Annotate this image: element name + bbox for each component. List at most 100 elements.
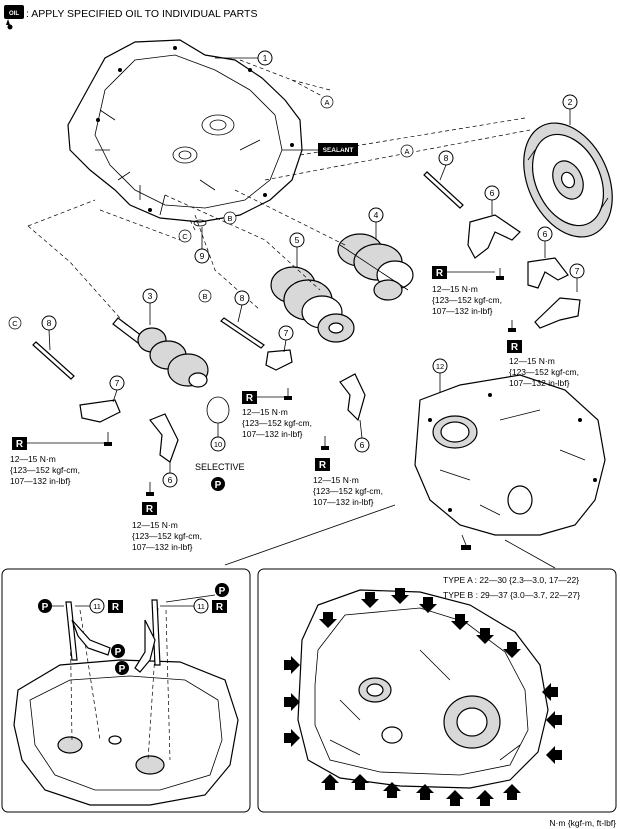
p-badge: P	[211, 477, 225, 491]
callout-6: 6	[162, 462, 178, 488]
svg-text:B: B	[227, 214, 232, 223]
svg-text:8: 8	[47, 318, 52, 328]
svg-text:P: P	[119, 664, 126, 675]
shift-fork-mid	[339, 373, 366, 422]
ref-b: B	[223, 211, 237, 225]
callout-6: 6	[354, 419, 370, 453]
svg-text:8: 8	[240, 293, 245, 303]
torque-spec-center-lower: R 12—15 N·m {123—152 kgf-cm, 107—132 in-…	[313, 458, 383, 507]
p-badge	[115, 661, 129, 675]
shift-rod-a	[423, 171, 464, 209]
svg-text:B: B	[202, 292, 207, 301]
torque-spec-mid-right: R 12—15 N·m {123—152 kgf-cm, 107—132 in-…	[507, 340, 579, 388]
svg-text:C: C	[12, 319, 18, 328]
svg-text:8: 8	[444, 153, 449, 163]
svg-text:107—132 in-lbf}: 107—132 in-lbf}	[509, 378, 570, 388]
bolt	[146, 482, 154, 496]
svg-text:{123—152 kgf-cm,: {123—152 kgf-cm,	[432, 295, 502, 305]
callout-8: 8	[234, 290, 250, 323]
callout-3: 3	[142, 288, 158, 325]
svg-text:7: 7	[575, 266, 580, 276]
bolt	[321, 436, 329, 450]
svg-text:9: 9	[200, 251, 205, 261]
torque-spec-center: R 12—15 N·m {123—152 kgf-cm, 107—132 in-…	[242, 391, 312, 439]
svg-text:{123—152 kgf-cm,: {123—152 kgf-cm,	[242, 418, 312, 428]
svg-text:12: 12	[436, 362, 444, 371]
shift-fork-right	[527, 257, 569, 289]
unit-label: N·m {kgf-m, ft-lbf}	[549, 818, 616, 828]
differential	[523, 122, 613, 238]
callout-7: 7	[569, 263, 585, 292]
shift-fork-left	[149, 413, 179, 463]
svg-text:6: 6	[360, 440, 365, 450]
sealant-label: SEALANT	[323, 147, 354, 154]
callout-7: 7	[278, 325, 294, 353]
shift-head-mid	[265, 349, 293, 371]
svg-text:R: R	[16, 439, 24, 450]
detail-box-left: P P P P 11 R 11 R	[1, 568, 251, 813]
torque-spec-upper-right: R 12—15 N·m {123—152 kgf-cm, 107—132 in-…	[432, 266, 502, 316]
p-badge	[38, 599, 52, 613]
svg-text:1: 1	[263, 53, 268, 63]
type-b-spec: TYPE B : 29—37 {3.0—3.7, 22—27}	[443, 590, 580, 600]
snap-ring	[193, 219, 207, 227]
callout-8: 8	[41, 315, 57, 351]
svg-text:107—132 in-lbf}: 107—132 in-lbf}	[10, 476, 71, 486]
transmission-case	[414, 374, 606, 550]
shift-fork-upper	[467, 214, 521, 259]
shift-rod-b	[220, 317, 265, 349]
bolt	[284, 388, 292, 400]
oil-icon: OIL	[4, 5, 24, 30]
svg-text:R: R	[112, 602, 120, 613]
type-a-spec: TYPE A : 22—30 {2.3—3.0, 17—22}	[443, 575, 579, 585]
oil-icon-label: OIL	[9, 11, 19, 17]
svg-text:12—15 N·m: 12—15 N·m	[432, 284, 478, 294]
callout-9: 9	[194, 227, 210, 264]
svg-text:R: R	[146, 504, 154, 515]
svg-text:A: A	[324, 98, 329, 107]
ref-b: B	[198, 289, 212, 303]
svg-text:{123—152 kgf-cm,: {123—152 kgf-cm,	[509, 367, 579, 377]
oil-note: : APPLY SPECIFIED OIL TO INDIVIDUAL PART…	[26, 8, 257, 20]
svg-text:12—15 N·m: 12—15 N·m	[242, 407, 288, 417]
torque-spec-left: R 12—15 N·m {123—152 kgf-cm, 107—132 in-…	[10, 437, 106, 486]
svg-text:7: 7	[115, 378, 120, 388]
sealant-badge	[318, 143, 358, 156]
detail-box-right: TYPE A : 22—30 {2.3—3.0, 17—22} TYPE B :…	[257, 568, 617, 813]
svg-text:A: A	[404, 147, 409, 156]
bolt	[508, 320, 516, 332]
svg-text:11: 11	[197, 602, 205, 611]
callout-4: 4	[368, 207, 384, 240]
torque-spec-left-lower: R 12—15 N·m {123—152 kgf-cm, 107—132 in-…	[132, 502, 202, 552]
svg-text:3: 3	[148, 291, 153, 301]
svg-text:R: R	[319, 460, 327, 471]
bolt	[104, 432, 112, 446]
callout-7: 7	[109, 375, 125, 403]
callout-2: 2	[562, 94, 578, 125]
callout-6: 6	[537, 226, 553, 258]
input-shaft	[112, 317, 209, 388]
callout-1: 1	[215, 50, 273, 66]
svg-text:107—132 in-lbf}: 107—132 in-lbf}	[313, 497, 374, 507]
svg-text:2: 2	[568, 97, 573, 107]
svg-text:10: 10	[214, 440, 222, 449]
svg-text:P: P	[115, 647, 122, 658]
svg-text:R: R	[436, 268, 444, 279]
shift-rod-c	[32, 341, 75, 380]
svg-text:6: 6	[168, 475, 173, 485]
p-badge	[215, 583, 229, 597]
svg-text:107—132 in-lbf}: 107—132 in-lbf}	[132, 542, 193, 552]
ref-a: A	[320, 95, 334, 109]
p-badge	[111, 644, 125, 658]
svg-text:4: 4	[374, 210, 379, 220]
ref-a: A	[400, 144, 414, 158]
svg-text:P: P	[219, 586, 226, 597]
callout-5: 5	[289, 232, 305, 268]
svg-text:C: C	[182, 232, 188, 241]
o-ring	[206, 396, 230, 424]
svg-text:5: 5	[295, 235, 300, 245]
ref-c: C	[8, 316, 22, 330]
svg-text:R: R	[216, 602, 224, 613]
svg-text:{123—152 kgf-cm,: {123—152 kgf-cm,	[313, 486, 383, 496]
